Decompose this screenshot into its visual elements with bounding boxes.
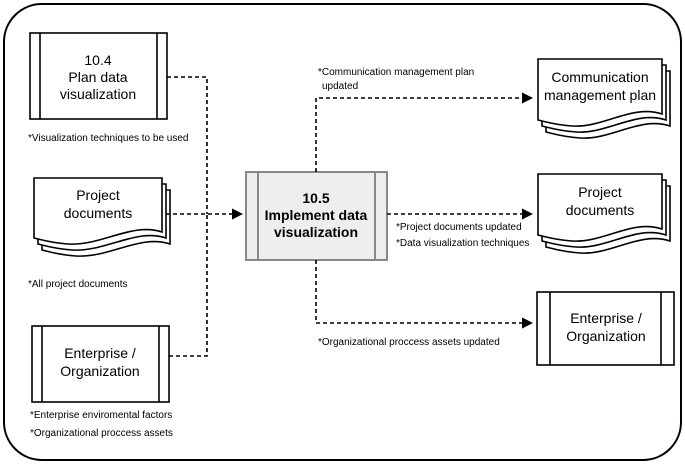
process-line-3: visualization <box>274 224 358 240</box>
plan-title-line-2: Plan data <box>68 69 127 85</box>
input-enterprise-line-2: Organization <box>60 363 139 379</box>
comm-plan-line-1: Communication <box>551 69 648 85</box>
output-enterprise-note: *Organizational proccess assets updated <box>318 337 500 348</box>
output-docs-note-2: *Data visualization techniques <box>396 238 529 249</box>
arrow-enterprise-to-process <box>169 214 208 357</box>
comm-plan-note-1: *Communication management plan <box>318 67 474 78</box>
output-project-documents: Project documents <box>537 173 671 254</box>
arrow-process-to-output-enterprise <box>315 260 534 329</box>
process-implement-data-visualization: 10.5 Implement data visualization <box>245 171 388 261</box>
plan-title-line-1: 10.4 <box>84 52 111 68</box>
output-enterprise-organization: Enterprise / Organization <box>536 291 675 366</box>
plan-title-line-3: visualization <box>60 86 136 102</box>
input-docs-line-1: Project <box>76 187 120 203</box>
input-docs-line-2: documents <box>64 205 132 221</box>
output-enterprise-line-2: Organization <box>566 328 645 344</box>
input-plan-data-visualization: 10.4 Plan data visualization <box>29 32 168 120</box>
output-docs-line-1: Project <box>578 184 622 200</box>
process-line-1: 10.5 <box>302 190 329 206</box>
comm-plan-line-2: management plan <box>544 87 656 103</box>
input-enterprise-organization: Enterprise / Organization <box>31 325 170 403</box>
output-docs-note-1: *Project documents updated <box>396 222 522 233</box>
input-project-documents: Project documents <box>33 177 171 257</box>
input-enterprise-note-1: *Enterprise enviromental factors <box>30 410 172 421</box>
output-communication-management-plan: Communication management plan <box>537 58 671 139</box>
comm-plan-note-2: updated <box>322 81 358 92</box>
input-docs-note: *All project documents <box>28 279 128 290</box>
output-docs-line-2: documents <box>566 202 634 218</box>
plan-note: *Visualization techniques to be used <box>28 133 188 144</box>
process-line-2: Implement data <box>265 207 368 223</box>
arrow-process-to-comm-plan <box>315 92 534 172</box>
input-enterprise-note-2: *Organizational proccess assets <box>30 428 173 439</box>
input-enterprise-line-1: Enterprise / <box>64 345 136 361</box>
output-enterprise-line-1: Enterprise / <box>570 310 642 326</box>
